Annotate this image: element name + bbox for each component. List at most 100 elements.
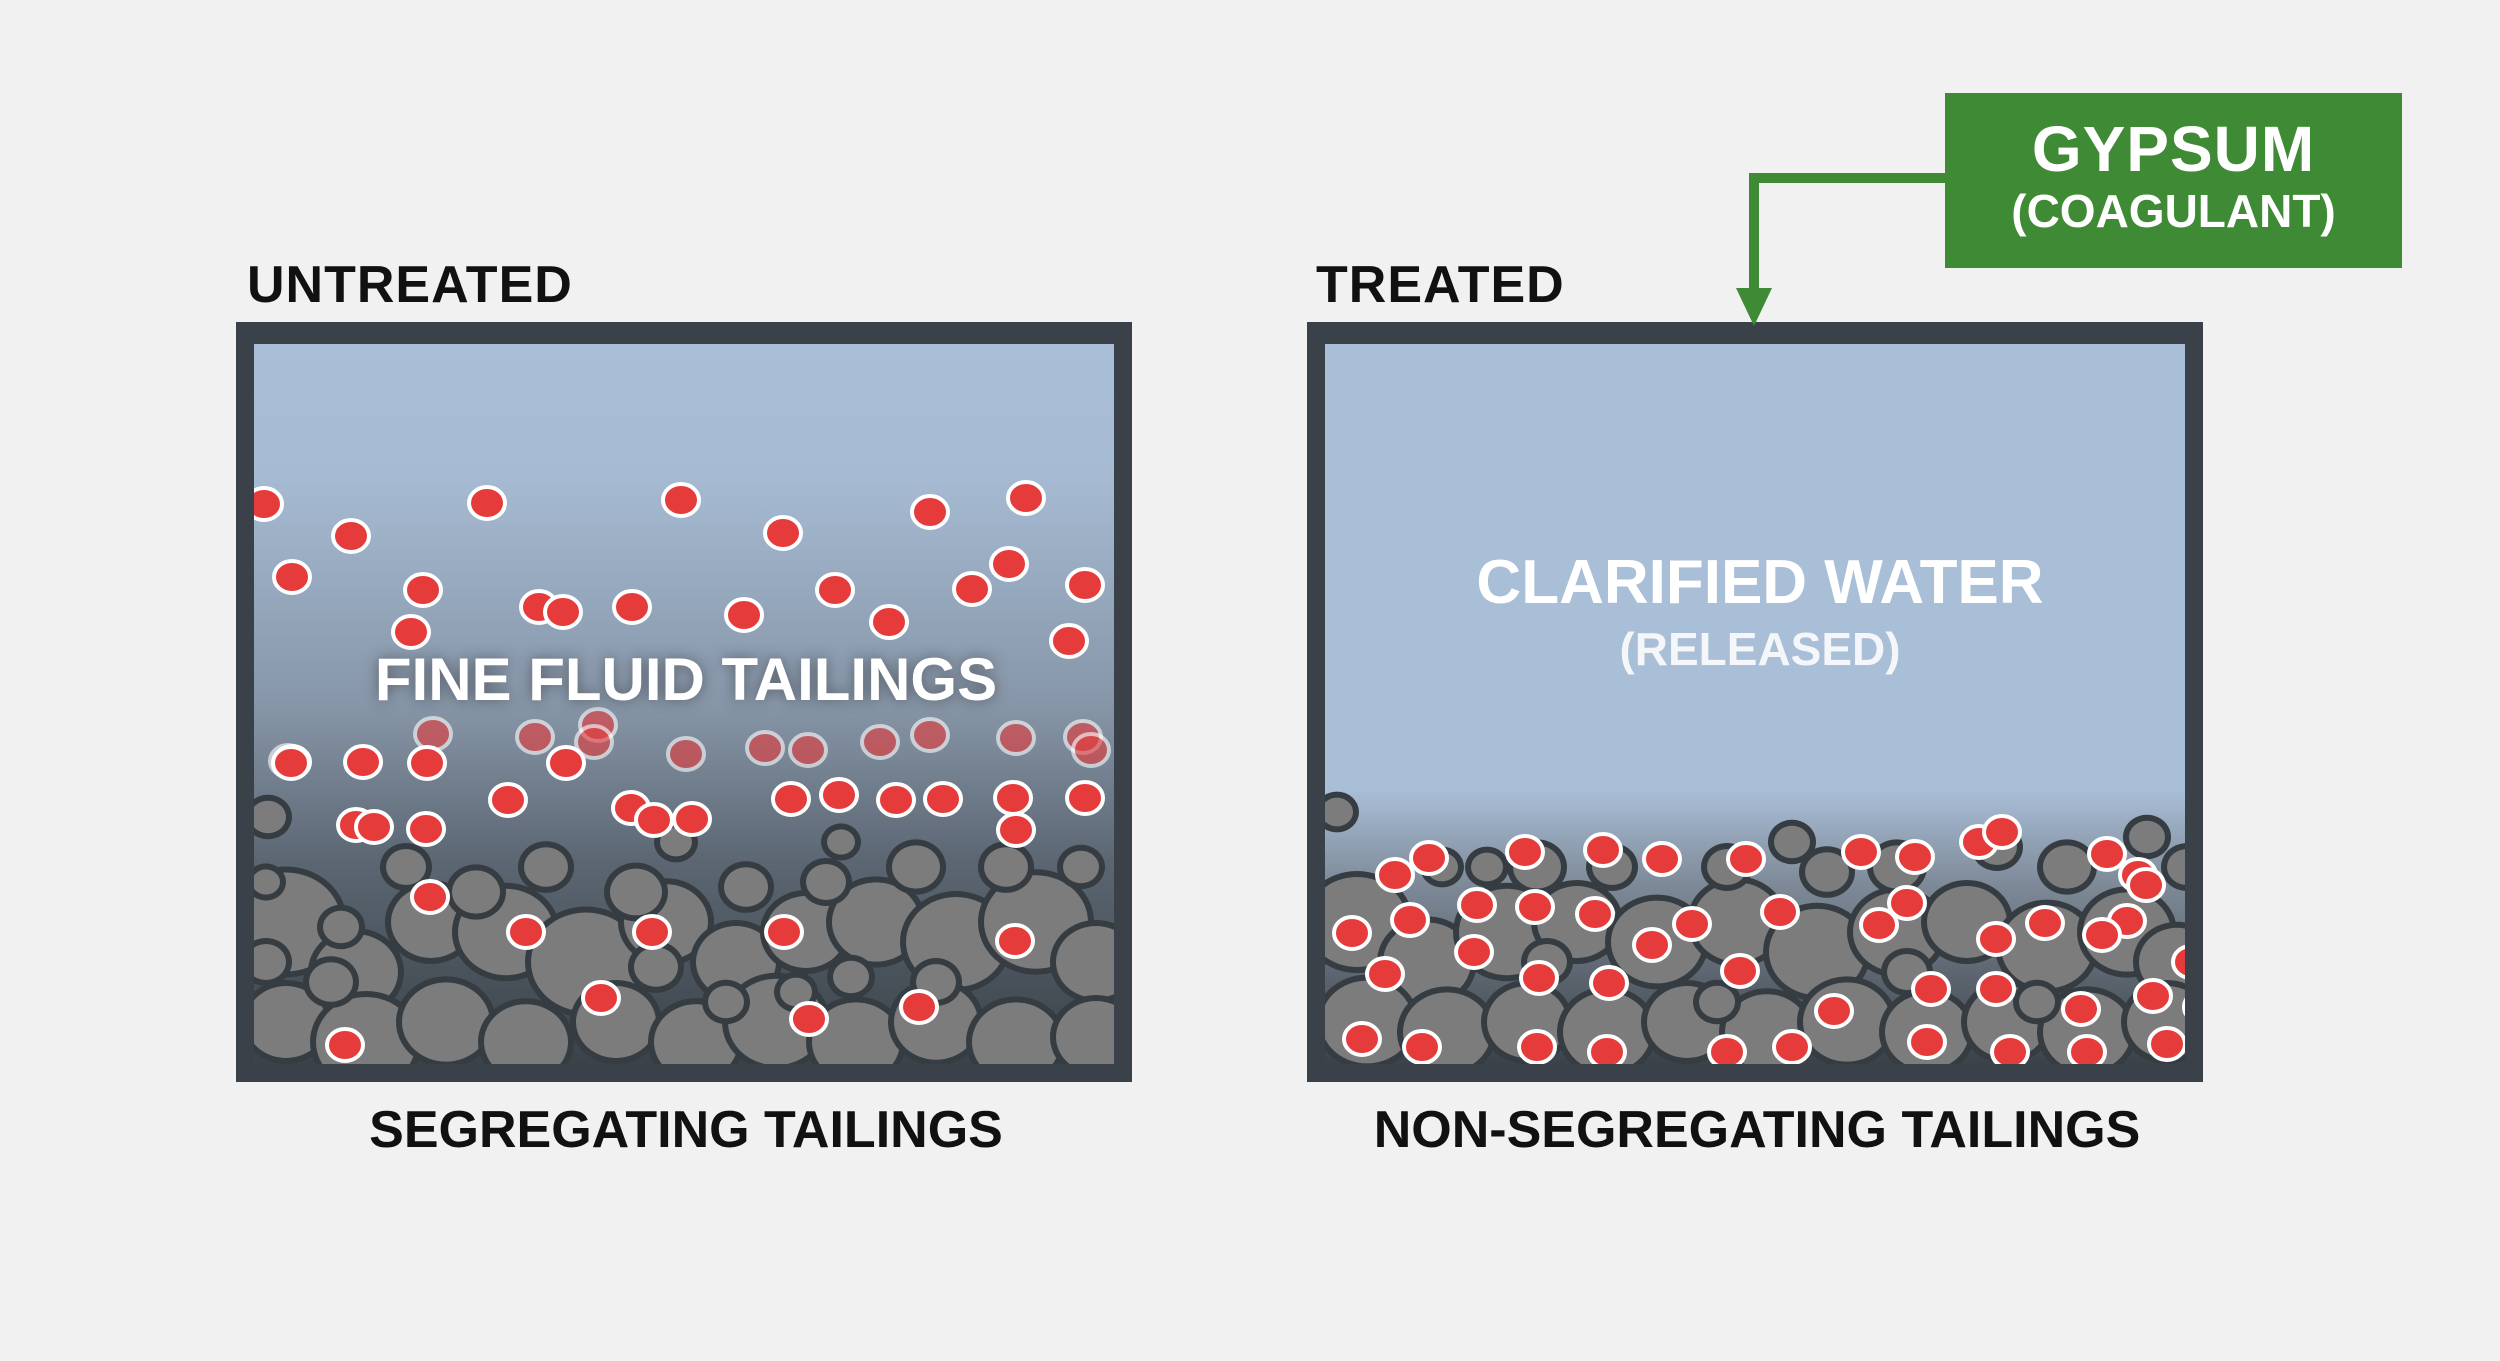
treated-tank-graphic — [1307, 322, 2203, 1082]
fine-particle — [1457, 887, 1497, 923]
fine-particle — [1772, 1029, 1812, 1064]
non-segregating-caption: NON-SEGREGATING TAILINGS — [1373, 1101, 2141, 1159]
fine-particle — [2182, 997, 2185, 1017]
fine-particle — [910, 494, 950, 530]
fine-particle — [634, 802, 674, 838]
untreated-title: UNTREATED — [247, 256, 573, 314]
fine-particle — [331, 518, 371, 554]
fine-particle — [1859, 907, 1899, 943]
released-text: (RELEASED) — [1619, 623, 1901, 675]
fine-particle — [876, 782, 916, 818]
fine-particle — [661, 482, 701, 518]
fine-particle — [1720, 953, 1760, 989]
fine-particle — [2082, 917, 2122, 953]
fine-particle — [543, 594, 583, 630]
fine-particle — [1707, 1034, 1747, 1064]
fine-particle — [506, 914, 546, 950]
fine-particle — [612, 589, 652, 625]
fine-particle — [771, 781, 811, 817]
fine-particle — [1589, 965, 1629, 1001]
fine-particle — [1071, 732, 1111, 768]
fine-particle — [1814, 993, 1854, 1029]
fine-particle — [815, 572, 855, 608]
fine-particle — [325, 1027, 365, 1063]
fine-particle — [1375, 857, 1415, 893]
fine-particle — [763, 515, 803, 551]
fine-particle — [819, 777, 859, 813]
fine-particle — [989, 546, 1029, 582]
fine-particle — [515, 719, 555, 755]
fine-particle — [1342, 1021, 1382, 1057]
fine-particle — [1907, 1024, 1947, 1060]
fine-particle — [2067, 1034, 2107, 1064]
fine-particle — [923, 781, 963, 817]
fine-particle — [996, 720, 1036, 756]
fine-particle — [1505, 834, 1545, 870]
fine-particle — [1642, 841, 1682, 877]
fine-particle — [2133, 978, 2173, 1014]
fine-particle — [1409, 840, 1449, 876]
fine-particle — [1982, 814, 2022, 850]
fine-particle — [410, 879, 450, 915]
fine-particle — [1390, 902, 1430, 938]
fine-particle — [788, 732, 828, 768]
gypsum-box: GYPSUM (COAGULANT) — [1945, 93, 2402, 268]
clarified-water-label: CLARIFIED WATER (RELEASED) — [1330, 545, 2190, 677]
fine-particle — [910, 717, 950, 753]
fine-particle — [1365, 956, 1405, 992]
gypsum-label: GYPSUM — [2031, 113, 2316, 185]
fine-particle — [1515, 889, 1555, 925]
coagulant-label: (COAGULANT) — [2011, 185, 2336, 237]
fine-particle — [574, 724, 614, 760]
treated-title: TREATED — [1316, 256, 1565, 314]
untreated-tank-graphic — [236, 322, 1132, 1082]
fine-particle — [899, 989, 939, 1025]
fine-particle — [1990, 1034, 2030, 1064]
fine-particle — [1911, 971, 1951, 1007]
fine-particle — [2025, 905, 2065, 941]
fine-particle — [271, 745, 311, 781]
fine-particle — [1841, 834, 1881, 870]
fine-particle — [406, 811, 446, 847]
clarified-water-text: CLARIFIED WATER — [1476, 548, 2044, 617]
fine-particle — [1672, 906, 1712, 942]
fine-particle — [995, 923, 1035, 959]
fine-particle — [2061, 991, 2101, 1027]
fine-particle — [403, 572, 443, 608]
fine-particle — [1065, 780, 1105, 816]
fine-particle — [1575, 896, 1615, 932]
fine-particle — [2126, 867, 2166, 903]
fine-particle — [343, 744, 383, 780]
fine-particle — [764, 914, 804, 950]
fine-particle — [1006, 480, 1046, 516]
fine-particle — [1049, 623, 1089, 659]
fine-particle — [1887, 885, 1927, 921]
fine-particle — [666, 736, 706, 772]
fine-particle — [546, 745, 586, 781]
fine-particle — [2087, 836, 2127, 872]
fine-particle — [2171, 944, 2185, 980]
fine-particle — [1332, 915, 1372, 951]
fine-particle — [1402, 1029, 1442, 1064]
fine-particle — [869, 604, 909, 640]
fine-particle — [467, 485, 507, 521]
fine-particle — [1519, 960, 1559, 996]
untreated-tank — [236, 322, 1132, 1082]
fine-particle — [632, 914, 672, 950]
fine-particle — [254, 486, 284, 522]
fine-particle — [272, 559, 312, 595]
fine-particle — [1760, 894, 1800, 930]
fine-particle — [354, 809, 394, 845]
fine-particle — [1517, 1029, 1557, 1064]
treated-tank — [1307, 322, 2203, 1082]
fine-particle — [1976, 971, 2016, 1007]
fine-particle — [745, 730, 785, 766]
fine-particle — [993, 780, 1033, 816]
fine-particle — [2147, 1026, 2185, 1062]
fine-particle — [789, 1001, 829, 1037]
fine-particle — [1583, 832, 1623, 868]
fine-particle — [488, 782, 528, 818]
fine-particle — [407, 745, 447, 781]
fine-particle — [1726, 841, 1766, 877]
